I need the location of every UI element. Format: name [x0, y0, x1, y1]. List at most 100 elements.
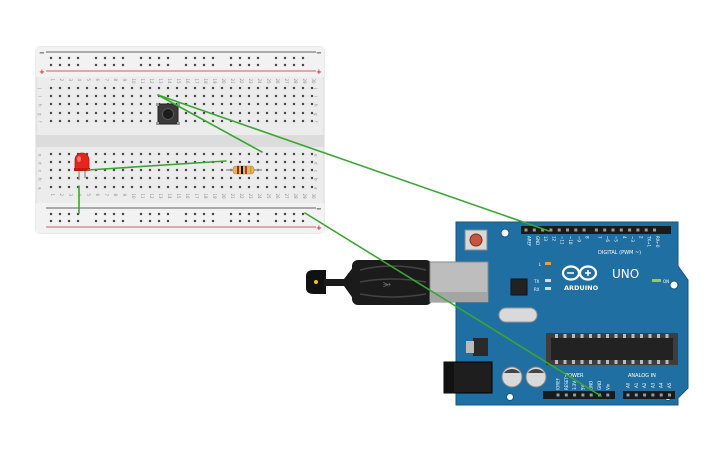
terminal-hole[interactable]: [58, 168, 62, 172]
terminal-hole[interactable]: [310, 119, 314, 123]
rail-hole[interactable]: [148, 63, 152, 67]
rail-hole[interactable]: [256, 63, 260, 67]
terminal-hole[interactable]: [292, 119, 296, 123]
terminal-hole[interactable]: [148, 152, 152, 156]
rail-hole[interactable]: [58, 63, 62, 67]
rail-hole[interactable]: [202, 212, 206, 216]
rail-hole[interactable]: [112, 56, 116, 60]
terminal-hole[interactable]: [292, 111, 296, 115]
terminal-hole[interactable]: [283, 168, 287, 172]
rail-hole[interactable]: [283, 212, 287, 216]
terminal-hole[interactable]: [283, 152, 287, 156]
rail-hole[interactable]: [103, 212, 107, 216]
digital-pin[interactable]: [653, 228, 656, 232]
terminal-hole[interactable]: [166, 94, 170, 98]
terminal-hole[interactable]: [193, 86, 197, 90]
rail-hole[interactable]: [301, 212, 305, 216]
terminal-hole[interactable]: [184, 152, 188, 156]
terminal-hole[interactable]: [274, 86, 278, 90]
terminal-hole[interactable]: [265, 94, 269, 98]
terminal-hole[interactable]: [67, 102, 71, 106]
rail-hole[interactable]: [49, 56, 53, 60]
analog-pin[interactable]: [626, 393, 630, 397]
rail-hole[interactable]: [193, 219, 197, 223]
terminal-hole[interactable]: [112, 94, 116, 98]
terminal-hole[interactable]: [103, 168, 107, 172]
terminal-hole[interactable]: [229, 176, 233, 180]
rail-hole[interactable]: [238, 212, 242, 216]
terminal-hole[interactable]: [184, 86, 188, 90]
terminal-hole[interactable]: [247, 94, 251, 98]
terminal-hole[interactable]: [94, 94, 98, 98]
rail-hole[interactable]: [202, 219, 206, 223]
rail-hole[interactable]: [157, 63, 161, 67]
digital-pin[interactable]: [611, 228, 615, 232]
terminal-hole[interactable]: [103, 119, 107, 123]
terminal-hole[interactable]: [67, 111, 71, 115]
terminal-hole[interactable]: [184, 176, 188, 180]
terminal-hole[interactable]: [148, 176, 152, 180]
terminal-hole[interactable]: [112, 119, 116, 123]
terminal-hole[interactable]: [220, 168, 224, 172]
terminal-hole[interactable]: [247, 119, 251, 123]
terminal-hole[interactable]: [256, 86, 260, 90]
rail-hole[interactable]: [292, 219, 296, 223]
terminal-hole[interactable]: [301, 185, 305, 189]
rail-hole[interactable]: [49, 212, 53, 216]
rail-hole[interactable]: [274, 63, 278, 67]
terminal-hole[interactable]: [211, 86, 215, 90]
terminal-hole[interactable]: [94, 119, 98, 123]
rail-hole[interactable]: [94, 63, 98, 67]
terminal-hole[interactable]: [211, 94, 215, 98]
rail-hole[interactable]: [238, 63, 242, 67]
wire-led-to-resistor[interactable]: [87, 160, 227, 171]
terminal-hole[interactable]: [238, 119, 242, 123]
rail-hole[interactable]: [211, 219, 215, 223]
rail-hole[interactable]: [229, 219, 233, 223]
terminal-hole[interactable]: [58, 176, 62, 180]
terminal-hole[interactable]: [94, 185, 98, 189]
terminal-hole[interactable]: [103, 94, 107, 98]
wire-ground-rail-to-arduino-gnd[interactable]: [304, 212, 602, 397]
terminal-hole[interactable]: [166, 160, 170, 164]
terminal-hole[interactable]: [238, 111, 242, 115]
terminal-hole[interactable]: [166, 176, 170, 180]
terminal-hole[interactable]: [94, 111, 98, 115]
digital-pin[interactable]: [541, 228, 545, 232]
rail-hole[interactable]: [202, 63, 206, 67]
terminal-hole[interactable]: [85, 102, 89, 106]
terminal-hole[interactable]: [67, 152, 71, 156]
terminal-hole[interactable]: [220, 152, 224, 156]
terminal-hole[interactable]: [310, 86, 314, 90]
terminal-hole[interactable]: [184, 94, 188, 98]
terminal-hole[interactable]: [292, 176, 296, 180]
digital-pin[interactable]: [594, 228, 598, 232]
terminal-hole[interactable]: [265, 152, 269, 156]
terminal-hole[interactable]: [67, 176, 71, 180]
rail-hole[interactable]: [121, 219, 125, 223]
rail-hole[interactable]: [211, 56, 215, 60]
digital-pin[interactable]: [628, 228, 632, 232]
terminal-hole[interactable]: [274, 102, 278, 106]
digital-pin[interactable]: [532, 228, 536, 232]
terminal-hole[interactable]: [256, 152, 260, 156]
terminal-hole[interactable]: [292, 185, 296, 189]
terminal-hole[interactable]: [310, 160, 314, 164]
rail-hole[interactable]: [67, 219, 71, 223]
terminal-hole[interactable]: [310, 102, 314, 106]
terminal-hole[interactable]: [67, 160, 71, 164]
power-pin[interactable]: [556, 393, 560, 397]
terminal-hole[interactable]: [274, 176, 278, 180]
rail-hole[interactable]: [157, 56, 161, 60]
analog-pin[interactable]: [651, 393, 655, 397]
terminal-hole[interactable]: [139, 111, 143, 115]
terminal-hole[interactable]: [274, 160, 278, 164]
resistor[interactable]: [226, 165, 262, 175]
terminal-hole[interactable]: [220, 102, 224, 106]
terminal-hole[interactable]: [175, 86, 179, 90]
terminal-hole[interactable]: [229, 111, 233, 115]
terminal-hole[interactable]: [265, 111, 269, 115]
rail-hole[interactable]: [229, 212, 233, 216]
terminal-hole[interactable]: [112, 86, 116, 90]
